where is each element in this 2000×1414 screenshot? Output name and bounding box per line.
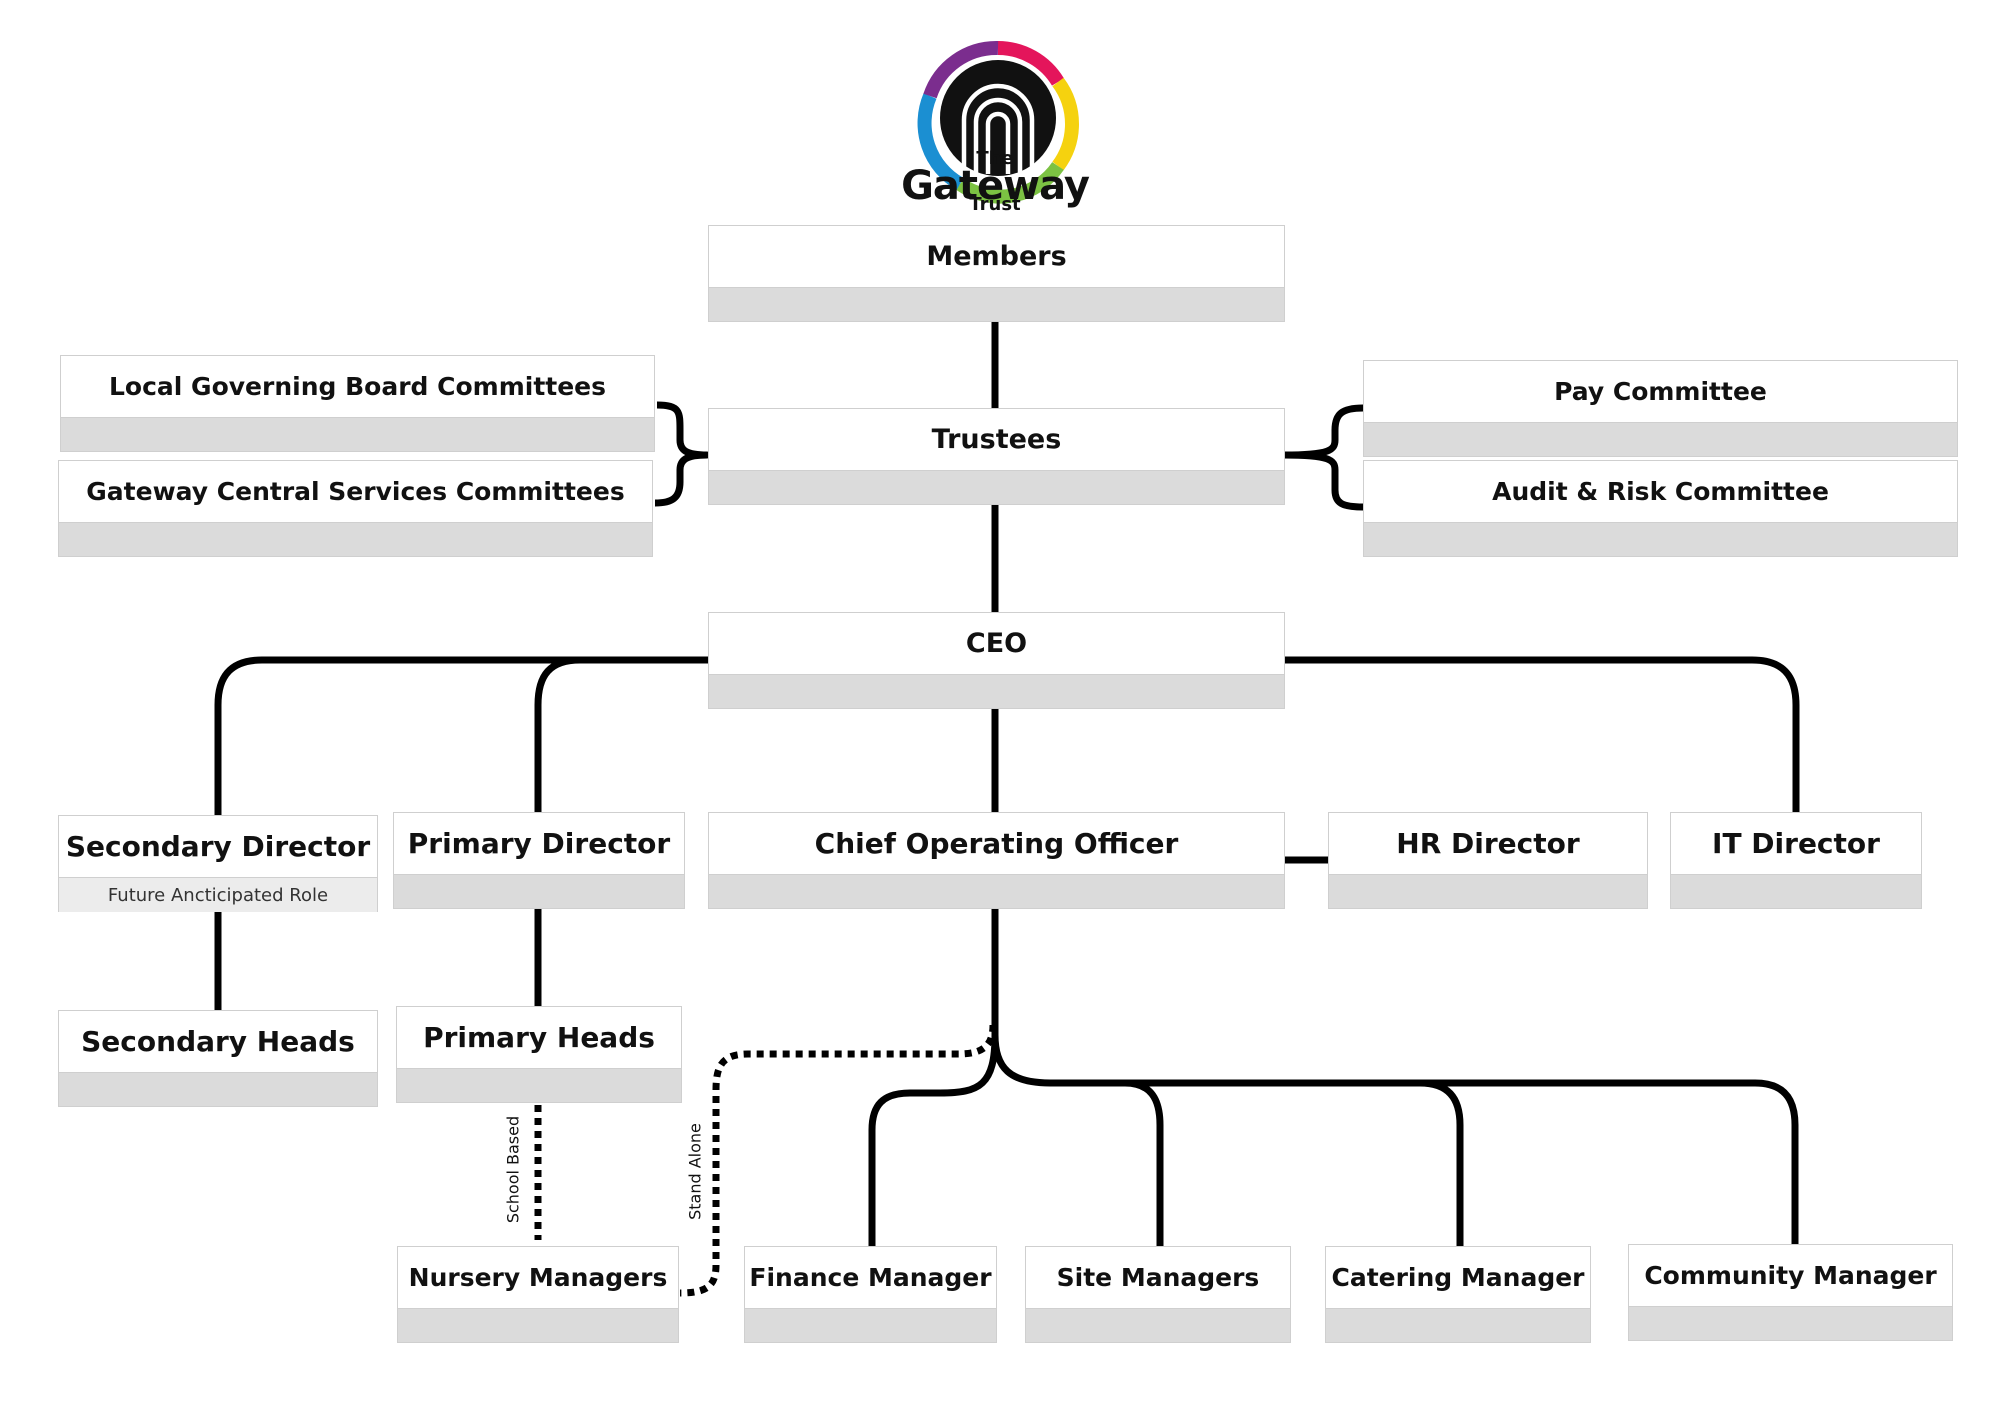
secondary-heads-label: Secondary Heads <box>59 1011 377 1073</box>
local-governing-box: Local Governing Board Committees <box>60 355 655 452</box>
secondary-director-label: Secondary Director <box>59 816 377 878</box>
primary-heads-box: Primary Heads <box>396 1006 682 1103</box>
logo-text-the: The <box>976 148 1014 169</box>
ceo-box: CEO <box>708 612 1285 709</box>
stand-alone-label: Stand Alone <box>685 1123 705 1220</box>
it-director-label: IT Director <box>1671 813 1921 875</box>
school-based-label: School Based <box>503 1115 523 1224</box>
coo-box: Chief Operating Officer <box>708 812 1285 909</box>
secondary-heads-box: Secondary Heads <box>58 1010 378 1107</box>
catering-manager-box: Catering Manager <box>1325 1246 1591 1343</box>
brace-left <box>654 401 711 507</box>
line-community <box>1420 1079 1799 1246</box>
logo-text-trust: Trust <box>969 194 1021 215</box>
line-ceo-secondary-director <box>214 656 708 815</box>
secondary-director-note: Future Ancticipated Role <box>59 878 377 912</box>
dotted-stand-alone <box>679 1024 997 1297</box>
brace-right <box>1280 404 1364 511</box>
nursery-managers-box: Nursery Managers <box>397 1246 679 1343</box>
it-director-box: IT Director <box>1670 812 1922 909</box>
primary-heads-label: Primary Heads <box>397 1007 681 1069</box>
secondary-director-box: Secondary Director Future Ancticipated R… <box>58 815 378 912</box>
central-services-box: Gateway Central Services Committees <box>58 460 653 557</box>
trustees-box: Trustees <box>708 408 1285 505</box>
line-coo-trunk <box>991 909 1051 1087</box>
coo-label: Chief Operating Officer <box>709 813 1284 875</box>
site-managers-box: Site Managers <box>1025 1246 1291 1343</box>
line-ceo-it-director <box>1285 656 1800 812</box>
line-finance <box>868 1034 999 1248</box>
site-managers-label: Site Managers <box>1026 1247 1290 1309</box>
community-manager-box: Community Manager <box>1628 1244 1953 1341</box>
line-ceo-primary-director <box>534 656 708 812</box>
local-governing-label: Local Governing Board Committees <box>61 356 654 418</box>
line-site <box>1050 1079 1164 1248</box>
members-label: Members <box>709 226 1284 288</box>
primary-director-label: Primary Director <box>394 813 684 875</box>
nursery-managers-label: Nursery Managers <box>398 1247 678 1309</box>
hr-director-box: HR Director <box>1328 812 1648 909</box>
gateway-logo-icon <box>917 40 1079 204</box>
pay-committee-label: Pay Committee <box>1364 361 1957 423</box>
catering-manager-label: Catering Manager <box>1326 1247 1590 1309</box>
line-catering <box>1125 1079 1464 1248</box>
audit-risk-label: Audit & Risk Committee <box>1364 461 1957 523</box>
finance-manager-label: Finance Manager <box>745 1247 996 1309</box>
hr-director-label: HR Director <box>1329 813 1647 875</box>
primary-director-box: Primary Director <box>393 812 685 909</box>
trustees-label: Trustees <box>709 409 1284 471</box>
central-services-label: Gateway Central Services Committees <box>59 461 652 523</box>
ceo-label: CEO <box>709 613 1284 675</box>
members-box: Members <box>708 225 1285 322</box>
audit-risk-box: Audit & Risk Committee <box>1363 460 1958 557</box>
pay-committee-box: Pay Committee <box>1363 360 1958 457</box>
logo-text-gateway: Gateway <box>901 163 1090 209</box>
finance-manager-box: Finance Manager <box>744 1246 997 1343</box>
community-manager-label: Community Manager <box>1629 1245 1952 1307</box>
